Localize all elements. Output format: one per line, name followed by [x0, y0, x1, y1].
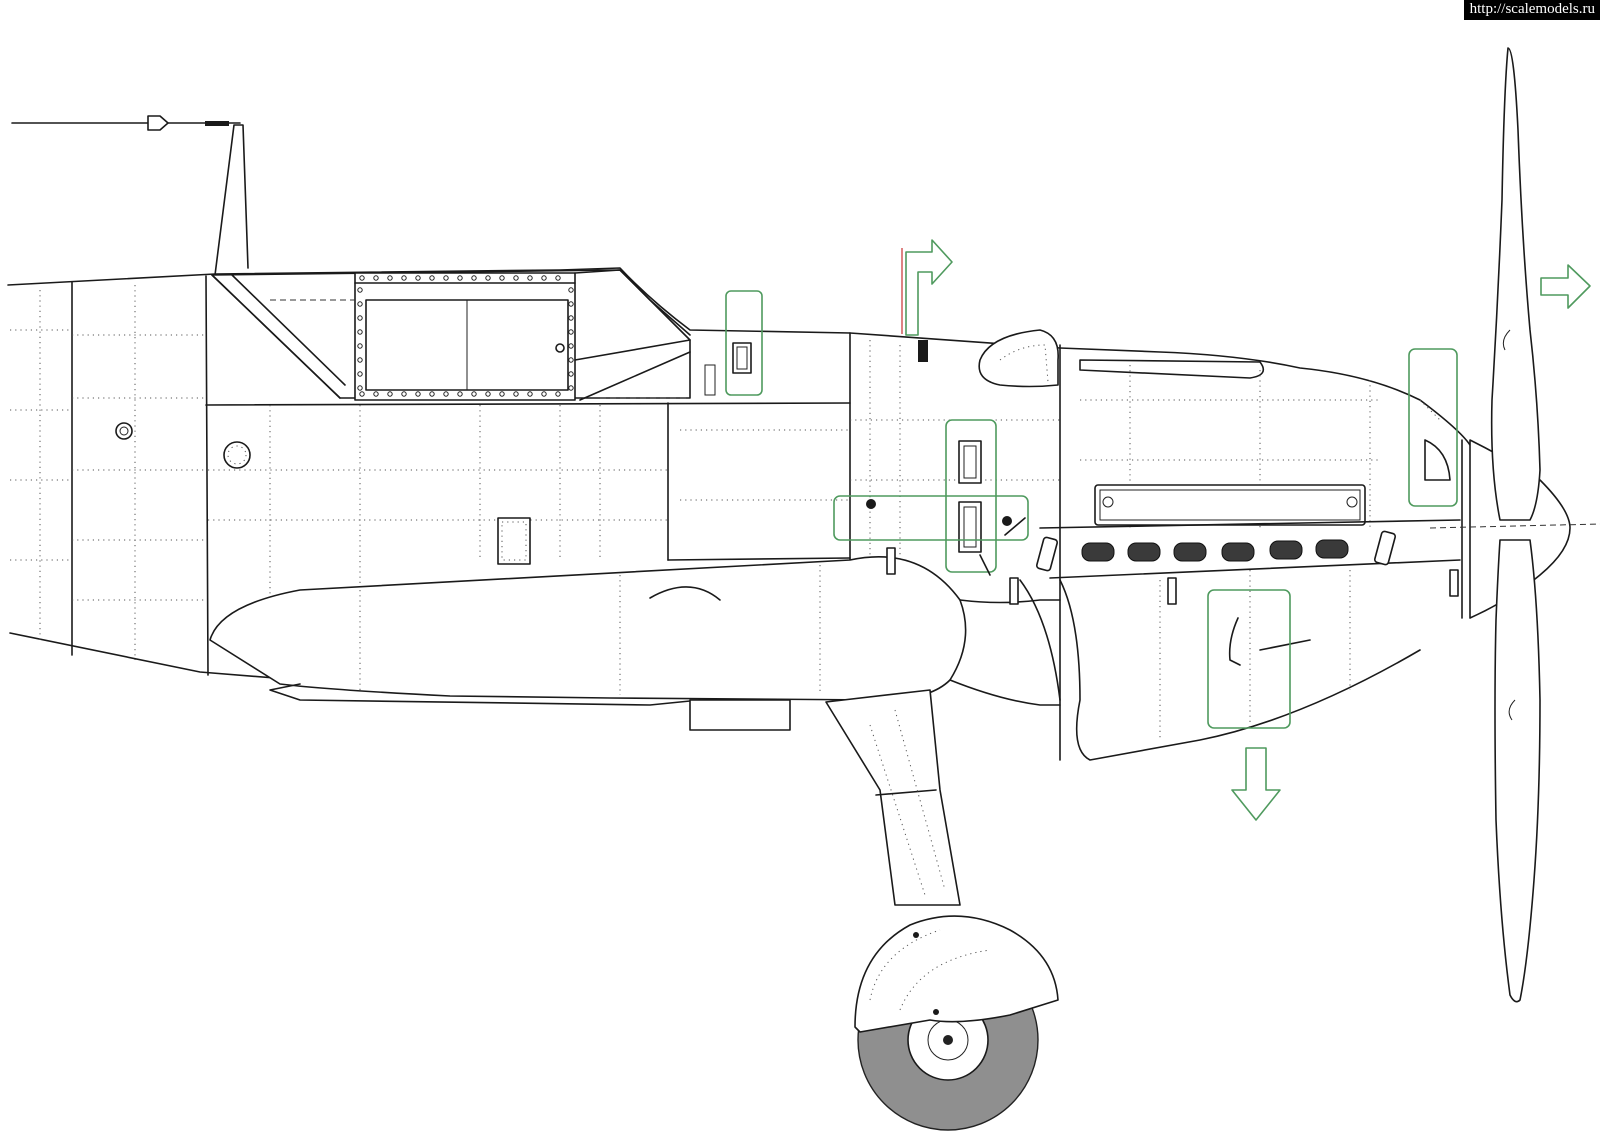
- canopy-rivet: [541, 391, 547, 397]
- rear-fuselage: [7, 267, 851, 681]
- canopy: [211, 269, 691, 401]
- canopy-rivet: [527, 275, 533, 281]
- propeller: [1490, 47, 1541, 1003]
- fuselage-plug-icon: [115, 422, 133, 440]
- highlight-vents-horizontal-band: [833, 495, 1029, 541]
- canopy-rivet: [499, 275, 505, 281]
- canopy-rivet: [357, 329, 363, 335]
- canopy-rivet: [485, 275, 491, 281]
- canopy-rivet: [457, 391, 463, 397]
- canopy-rivet: [568, 357, 574, 363]
- landing-gear: [825, 689, 1059, 1131]
- canopy-rivet: [568, 287, 574, 293]
- canopy-rivet: [513, 275, 519, 281]
- canopy-rivet: [357, 315, 363, 321]
- canopy-rivet: [359, 275, 365, 281]
- canopy-rivet: [457, 275, 463, 281]
- canopy-rivet: [499, 391, 505, 397]
- canopy-rivet: [443, 391, 449, 397]
- canopy-rivet: [555, 391, 561, 397]
- canopy-rivet: [568, 301, 574, 307]
- canopy-rivet: [357, 343, 363, 349]
- canopy-rivet: [357, 385, 363, 391]
- canopy-rivet: [401, 275, 407, 281]
- canopy-rivet: [568, 385, 574, 391]
- canopy-rivet: [443, 275, 449, 281]
- canopy-rivet: [568, 343, 574, 349]
- canopy-rivet: [429, 391, 435, 397]
- canopy-rivet: [359, 391, 365, 397]
- canopy-rivet: [471, 275, 477, 281]
- access-hatch: [497, 517, 531, 565]
- canopy-rivet: [485, 391, 491, 397]
- canopy-rivet: [568, 315, 574, 321]
- antenna-mast: [11, 115, 249, 276]
- canopy-rivet: [387, 391, 393, 397]
- arrow-right-icon: [1540, 264, 1591, 309]
- highlight-vent-above-wing-root: [704, 290, 763, 396]
- canopy-rivet: [527, 391, 533, 397]
- canopy-rivet: [357, 287, 363, 293]
- canopy-rivet: [555, 275, 561, 281]
- canopy-rivet: [513, 391, 519, 397]
- canopy-rivet: [568, 371, 574, 377]
- canopy-rivets: [357, 275, 574, 397]
- latches: [886, 547, 1459, 605]
- canopy-rivet: [429, 275, 435, 281]
- canopy-rivet: [541, 275, 547, 281]
- exhaust-stacks: [1035, 530, 1397, 572]
- canopy-rivet: [568, 329, 574, 335]
- fuel-cap-marker: [918, 340, 928, 362]
- canopy-rivet: [401, 391, 407, 397]
- canopy-rivet: [387, 275, 393, 281]
- arrow-right-icon: [905, 239, 953, 336]
- canopy-rivet: [471, 391, 477, 397]
- canopy-rivet: [415, 391, 421, 397]
- arrow-down-icon: [1231, 747, 1281, 821]
- canopy-rivet: [373, 275, 379, 281]
- supercharger-scoop: [978, 329, 1059, 388]
- canopy-rivet: [373, 391, 379, 397]
- canopy-rivet: [357, 357, 363, 363]
- highlight-supercharger-intake-nose: [1408, 348, 1458, 507]
- canopy-rivet: [415, 275, 421, 281]
- watermark: http://scalemodels.ru: [1463, 0, 1600, 20]
- wing-fillet: [209, 556, 1061, 731]
- canopy-rivet: [357, 301, 363, 307]
- canopy-rivet: [357, 371, 363, 377]
- highlight-vent-lower-cowling: [1207, 589, 1291, 729]
- highlight-vents-fuselage-center: [945, 419, 997, 576]
